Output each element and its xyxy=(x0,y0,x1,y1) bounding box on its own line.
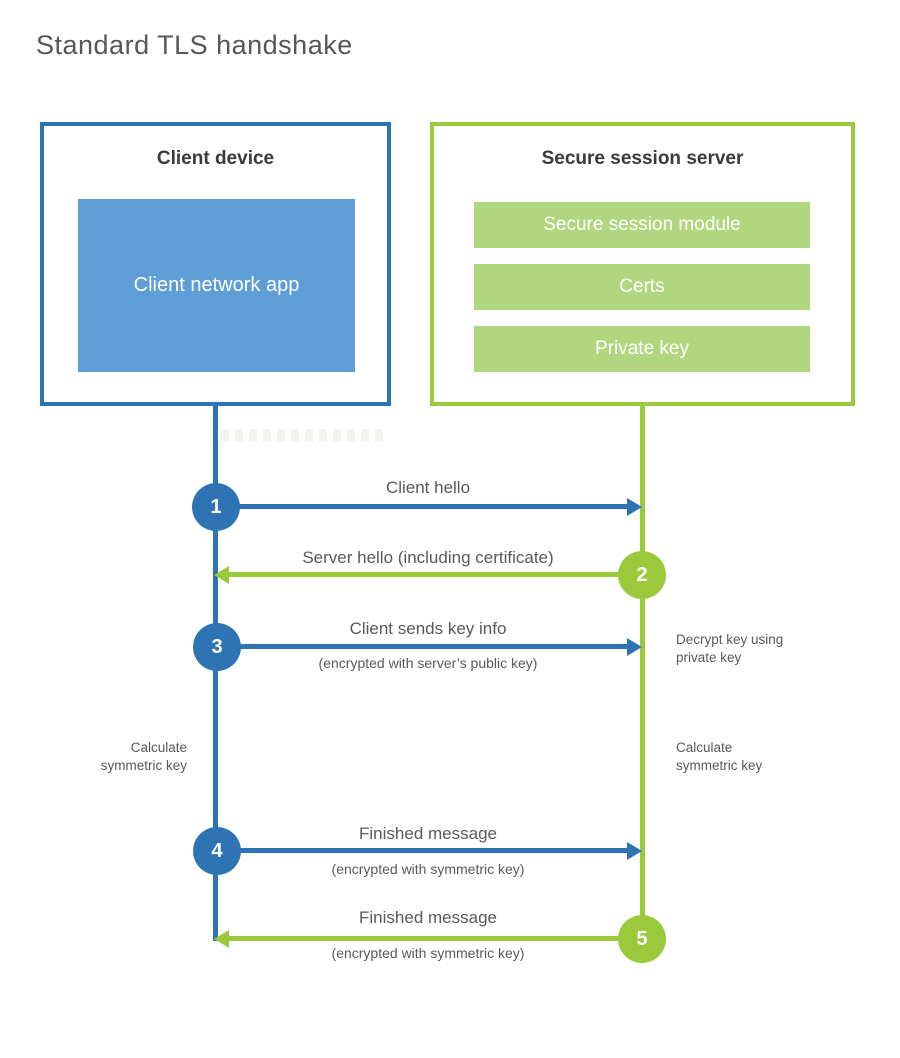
private-key-label: Private key xyxy=(595,338,689,359)
step-2-badge: 2 xyxy=(618,551,666,599)
step-3-label: Client sends key info xyxy=(349,619,507,638)
step-2-arrowhead-left-icon xyxy=(214,566,229,584)
step-1-badge: 1 xyxy=(192,483,240,531)
secure-session-module-box: Secure session module xyxy=(474,202,810,248)
step-1-number: 1 xyxy=(210,495,222,518)
step-4-number: 4 xyxy=(211,839,223,862)
step-2-label: Server hello (including certificate) xyxy=(302,548,554,567)
step-5-sublabel: (encrypted with symmetric key) xyxy=(331,945,525,961)
client-lifeline xyxy=(213,406,218,941)
client-network-app-box: Client network app xyxy=(78,199,355,372)
step-5-badge: 5 xyxy=(618,915,666,963)
faint-dashed-line xyxy=(221,429,389,442)
step-5-number: 5 xyxy=(636,927,648,950)
step-3-sublabel: (encrypted with server’s public key) xyxy=(318,655,538,671)
calculate-symmetric-key-note-server: Calculate symmetric key xyxy=(676,740,763,773)
step-4-label: Finished message xyxy=(359,824,497,843)
step-5-arrowhead-left-icon xyxy=(214,930,229,948)
step-3-badge: 3 xyxy=(193,623,241,671)
certs-box: Certs xyxy=(474,264,810,310)
page-title: Standard TLS handshake xyxy=(36,30,353,60)
step-3-number: 3 xyxy=(211,635,223,658)
step-3-arrow-shaft xyxy=(239,644,627,649)
step-4-arrowhead-right-icon xyxy=(627,842,642,860)
private-key-box: Private key xyxy=(474,326,810,372)
client-network-app-label: Client network app xyxy=(133,274,300,296)
step-4-sublabel: (encrypted with symmetric key) xyxy=(331,861,525,877)
secure-session-server-title: Secure session server xyxy=(541,148,744,169)
step-1-arrowhead-right-icon xyxy=(627,498,642,516)
decrypt-key-note: Decrypt key using private key xyxy=(676,632,784,665)
step-3-arrowhead-right-icon xyxy=(627,638,642,656)
step-5-label: Finished message xyxy=(359,908,497,927)
step-1-label: Client hello xyxy=(385,478,471,497)
server-lifeline xyxy=(640,406,645,941)
certs-label: Certs xyxy=(619,276,665,297)
step-1-arrow-shaft xyxy=(238,504,627,509)
calculate-symmetric-key-note-client: Calculate symmetric key xyxy=(100,740,187,773)
step-4-badge: 4 xyxy=(193,827,241,875)
step-4-arrow-shaft xyxy=(239,848,627,853)
step-2-number: 2 xyxy=(636,563,648,586)
step-2-arrow-shaft xyxy=(229,572,619,577)
step-5-arrow-shaft xyxy=(229,936,619,941)
client-device-title: Client device xyxy=(156,148,275,169)
secure-session-module-label: Secure session module xyxy=(543,214,741,235)
